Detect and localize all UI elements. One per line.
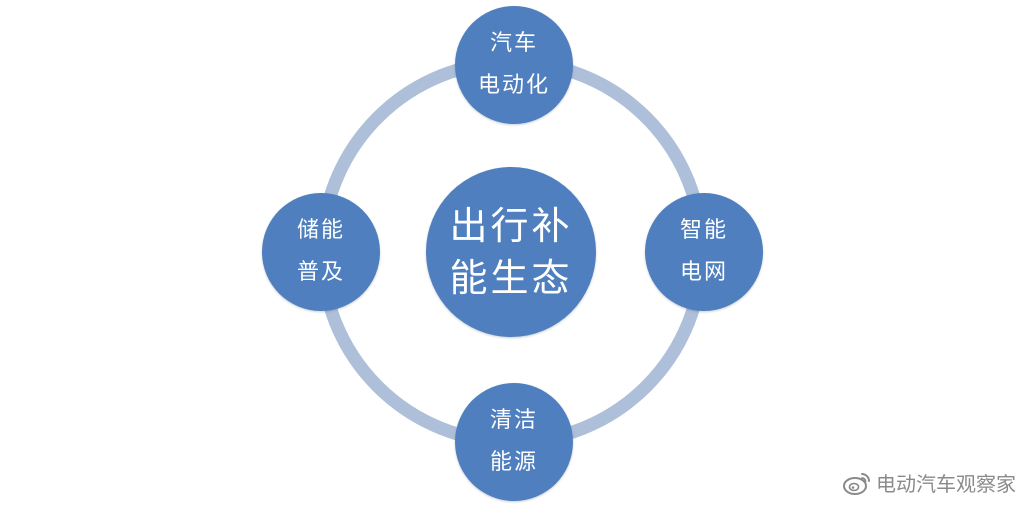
node-label-line2: 电动化 — [477, 73, 550, 98]
node-label-line1: 储能 — [296, 218, 345, 243]
node-energy-storage: 储能 普及 — [262, 193, 380, 311]
node-label-line2: 普及 — [296, 260, 345, 285]
node-smart-grid: 智能 电网 — [645, 193, 763, 311]
watermark: 电动汽车观察家 — [842, 468, 1016, 497]
center-label-line2: 能生态 — [449, 256, 573, 300]
node-label-line1: 清洁 — [489, 408, 538, 433]
node-label-line1: 汽车 — [489, 31, 538, 56]
center-label-line1: 出行补 — [449, 204, 573, 248]
node-vehicle-electrification: 汽车 电动化 — [455, 6, 573, 124]
watermark-text: 电动汽车观察家 — [876, 472, 1016, 496]
center-node: 出行补 能生态 — [426, 167, 596, 337]
weibo-icon — [843, 472, 870, 495]
node-label-line2: 电网 — [679, 260, 728, 285]
node-label-line2: 能源 — [489, 450, 538, 475]
node-label-line1: 智能 — [679, 218, 728, 243]
node-clean-energy: 清洁 能源 — [455, 383, 573, 501]
